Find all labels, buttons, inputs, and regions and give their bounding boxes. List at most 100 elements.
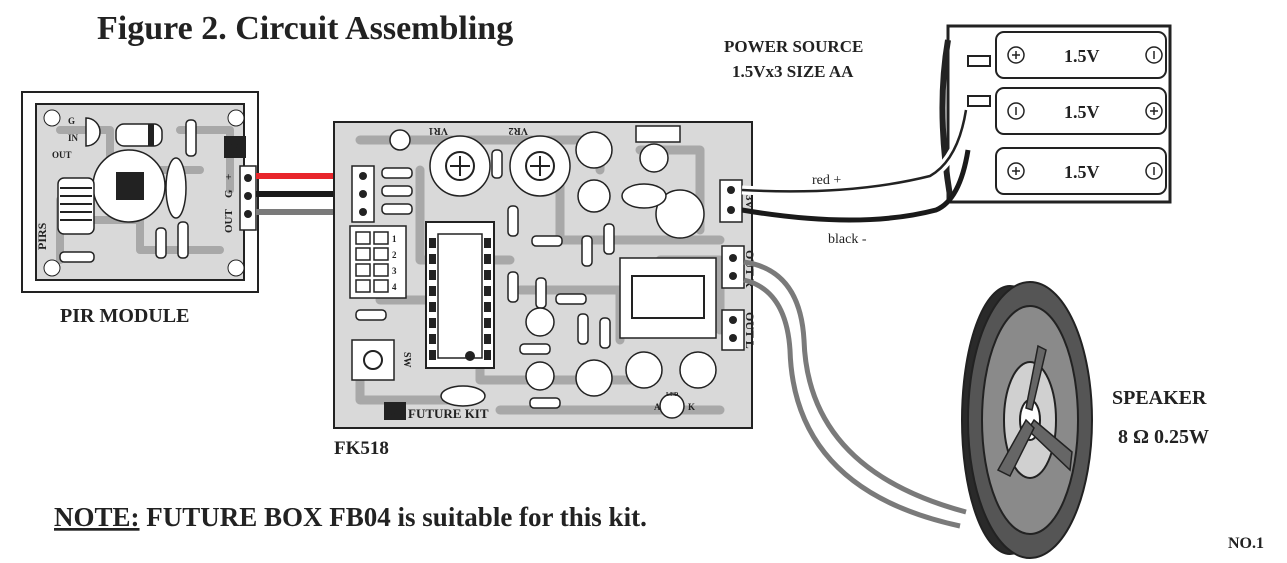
led [659,393,685,419]
speaker-frame-arm [996,418,1035,478]
resistor [185,119,197,157]
out-l-label: OUT L [743,312,757,349]
resistor [507,205,519,237]
pir-conn-g: G [223,189,235,198]
speaker [961,281,1093,559]
transistor [639,143,669,173]
resistor [381,185,413,197]
ic-notch [465,351,475,361]
future-logo [224,136,246,158]
battery-holder: 1.5V 1.5V 1.5V [939,24,1172,204]
led-pin-k: K [688,402,695,412]
red-power-wire-outline [741,109,971,196]
resistor [581,235,593,267]
pir-pin-in: IN [68,133,79,143]
connector-pin [244,174,252,182]
red-power-wire [741,109,968,193]
dip-num-3: 3 [392,266,397,276]
connector-pin [729,334,737,342]
capacitor-band [148,124,154,146]
main-board: VR1 VR2 1 2 3 4 [333,121,757,429]
electrolytic-capacitor [575,131,613,169]
transistor [525,307,555,337]
pir-sensor-element [116,172,144,200]
mount-hole [43,259,61,277]
capacitor [115,123,163,147]
resistor [355,309,387,321]
future-logo [384,402,406,420]
red-wire-label: red + [812,173,841,188]
connector-pin [359,190,367,198]
connector-pin [244,192,252,200]
transistor [525,361,555,391]
page-number: NO.1 [1228,535,1264,552]
resistor [155,227,167,259]
ic-body [437,233,483,359]
pir-pin-g: G [68,116,75,126]
vr2-label: VR2 [509,125,528,136]
connector-pin [729,272,737,280]
diode [389,129,411,151]
battery-voltage: 1.5V [1064,102,1100,122]
vr1-label: VR1 [429,125,448,136]
inductor [57,177,95,235]
out-l-connector [721,309,745,351]
resistor [519,343,551,355]
mount-hole [227,259,245,277]
resistor [599,317,611,349]
amplifier-ic [631,275,705,319]
diode [165,157,187,219]
mount-hole [227,109,245,127]
resistor [603,223,615,255]
speaker-label-line2: 8 Ω 0.25W [1118,426,1209,448]
electrolytic-capacitor [679,351,717,389]
connector-pin [359,172,367,180]
note-prefix: NOTE: [54,502,140,532]
pir-pin-out: OUT [52,150,72,160]
board-label: FK518 [334,438,389,459]
power-source-line2: 1.5Vx3 SIZE AA [732,62,854,81]
dip-switch-pads [355,231,389,293]
mount-hole [43,109,61,127]
resistor [177,221,189,259]
connector-pin [727,186,735,194]
sw-label: SW [401,352,412,368]
connector-pin [729,316,737,324]
pir-conn-plus: + [223,174,235,180]
power-source-line1: POWER SOURCE [724,37,863,56]
battery: 1.5V [995,87,1167,135]
resistor [381,203,413,215]
capacitor [440,385,486,407]
connector-pin [244,210,252,218]
battery-holder-side [939,39,953,197]
push-switch-button [363,350,383,370]
resistor [491,149,503,179]
brand-label: FUTURE KIT [408,406,489,421]
resistor [59,251,95,263]
pir-module: G IN OUT PIRS F OUT G + [21,91,259,293]
resistor [555,293,587,305]
connector-pin [729,254,737,262]
electrolytic-capacitor [577,179,611,213]
resistor [381,167,413,179]
ic-pins [429,238,491,360]
resistor [529,397,561,409]
connector-pin [727,206,735,214]
figure-title: Figure 2. Circuit Assembling [97,10,513,47]
resistor [531,235,563,247]
logo-letter: F [387,406,398,421]
capacitor [621,183,667,209]
battery-voltage: 1.5V [1064,46,1100,66]
speaker-wires [743,259,967,529]
electrolytic-capacitor [575,359,613,397]
note-text: FUTURE BOX FB04 is suitable for this kit… [140,502,647,532]
battery: 1.5V [995,147,1167,195]
pir-module-label: PIR MODULE [60,305,189,327]
speaker-frame-arm [1025,344,1047,411]
dip-num-1: 1 [392,234,397,244]
black-wire-label: black - [828,232,867,247]
pir-board-mark: PIRS [35,222,49,250]
note: NOTE: FUTURE BOX FB04 is suitable for th… [54,502,647,532]
transistor [85,117,101,147]
